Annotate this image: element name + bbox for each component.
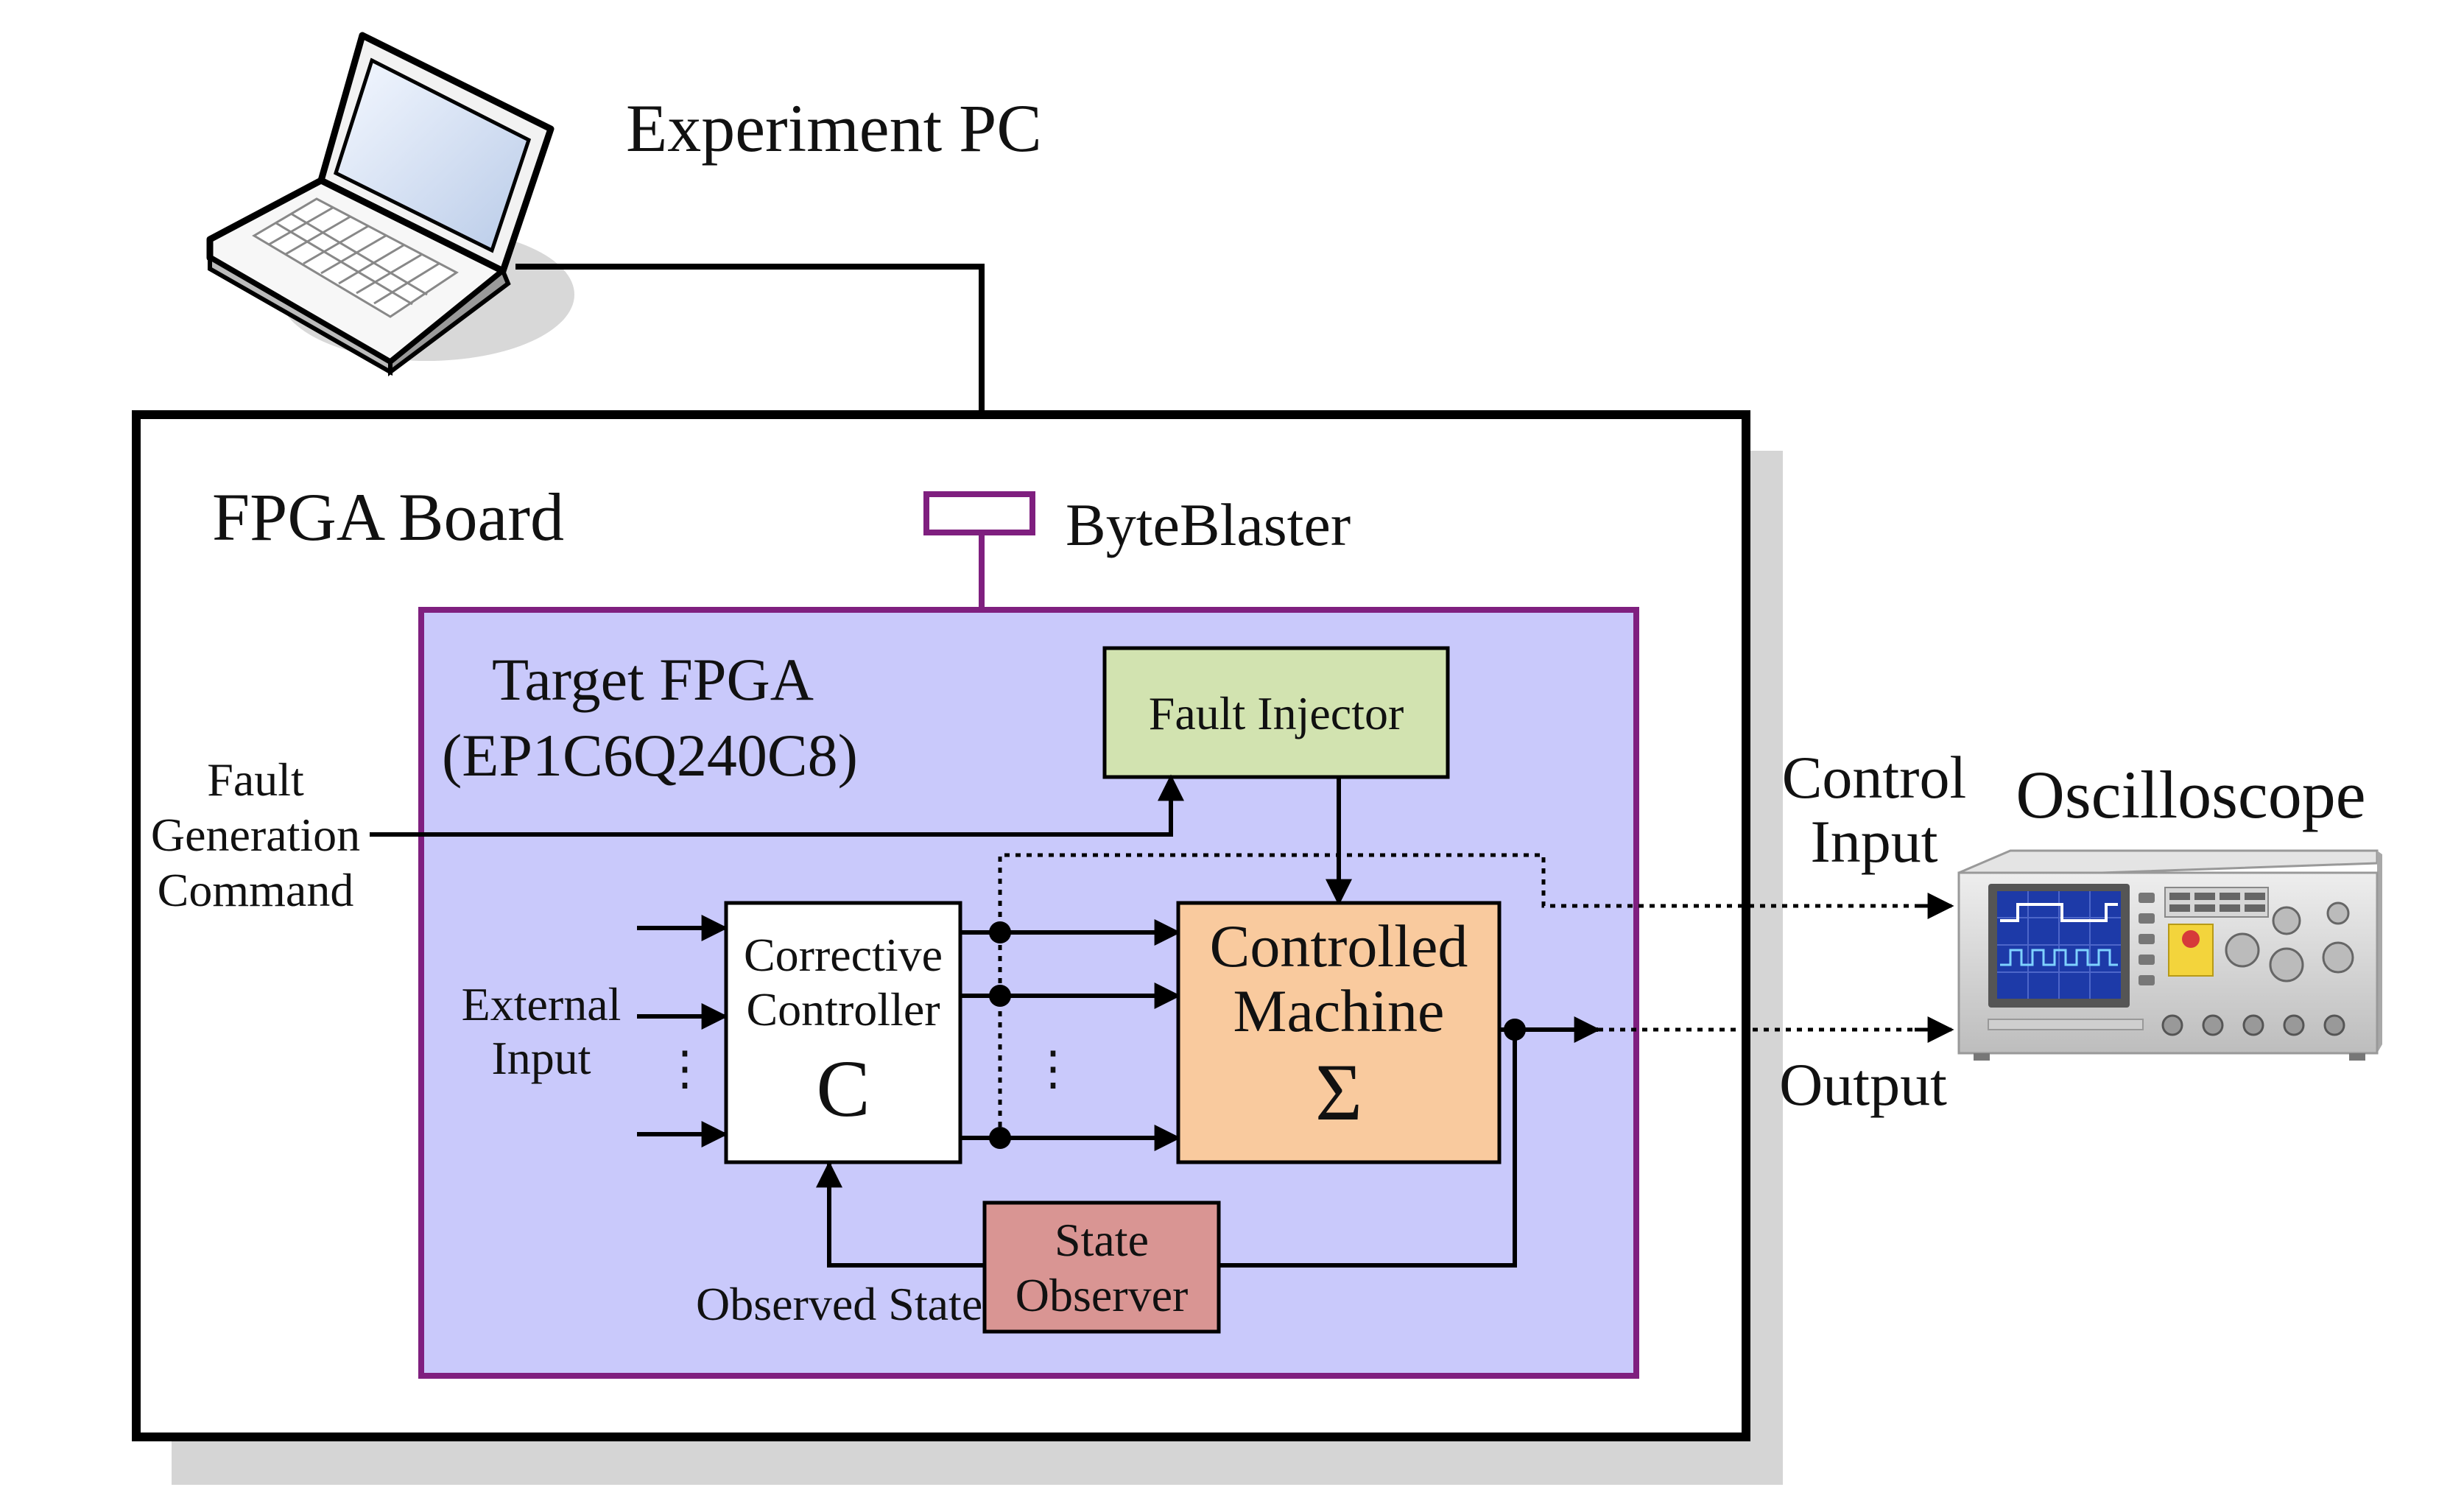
corrective-controller-block <box>724 901 962 1164</box>
control-input-tap <box>998 853 1950 1138</box>
controlled-machine-symbol: Σ <box>1315 1047 1362 1137</box>
fault-command-line1: Fault <box>207 753 304 806</box>
junction-dot-1 <box>989 921 1011 943</box>
fault-command-line2: Generation <box>151 809 360 861</box>
fault-command-line3: Command <box>158 864 354 916</box>
target-fpga-title: Target FPGA <box>492 646 814 713</box>
experiment-pc-label: Experiment PC <box>626 91 1042 166</box>
observed-state-arrow <box>816 1161 985 1268</box>
byteblaster-label: ByteBlaster <box>1066 491 1351 558</box>
corrective-controller-symbol: C <box>816 1044 870 1133</box>
controlled-machine-line1: Controlled <box>1210 913 1468 980</box>
state-observer-block <box>982 1201 1221 1334</box>
external-input-line2: Input <box>491 1032 591 1084</box>
external-input-line1: External <box>462 978 622 1030</box>
state-observer-line1: State <box>1055 1214 1149 1266</box>
corrective-controller-line1: Corrective <box>744 929 943 981</box>
controlled-machine-line2: Machine <box>1233 977 1445 1044</box>
fault-injector-label: Fault Injector <box>1149 687 1404 739</box>
byteblaster-connector <box>923 491 1035 535</box>
control-line-ellipsis: ⋮ <box>1029 1042 1077 1094</box>
oscilloscope-icon <box>1957 849 2382 1061</box>
control-input-line2: Input <box>1810 808 1937 875</box>
fpga-board-label: FPGA Board <box>212 479 564 555</box>
feedback-to-observer <box>1219 1030 1517 1268</box>
junction-dot-2 <box>989 985 1011 1007</box>
fault-injector-block <box>1102 646 1450 779</box>
state-observer-line2: Observer <box>1015 1269 1189 1321</box>
fault-command-arrow <box>370 774 1184 837</box>
target-fpga-part: (EP1C6Q240C8) <box>442 722 858 789</box>
control-input-line1: Control <box>1782 744 1967 811</box>
output-label: Output <box>1779 1051 1947 1118</box>
observed-state-label: Observed State <box>696 1278 982 1330</box>
external-input-ellipsis: ⋮ <box>661 1042 708 1094</box>
laptop-icon <box>206 32 574 376</box>
controlled-machine-block <box>1176 901 1502 1164</box>
corrective-controller-line2: Controller <box>746 983 940 1036</box>
oscilloscope-label: Oscilloscope <box>2016 757 2365 832</box>
